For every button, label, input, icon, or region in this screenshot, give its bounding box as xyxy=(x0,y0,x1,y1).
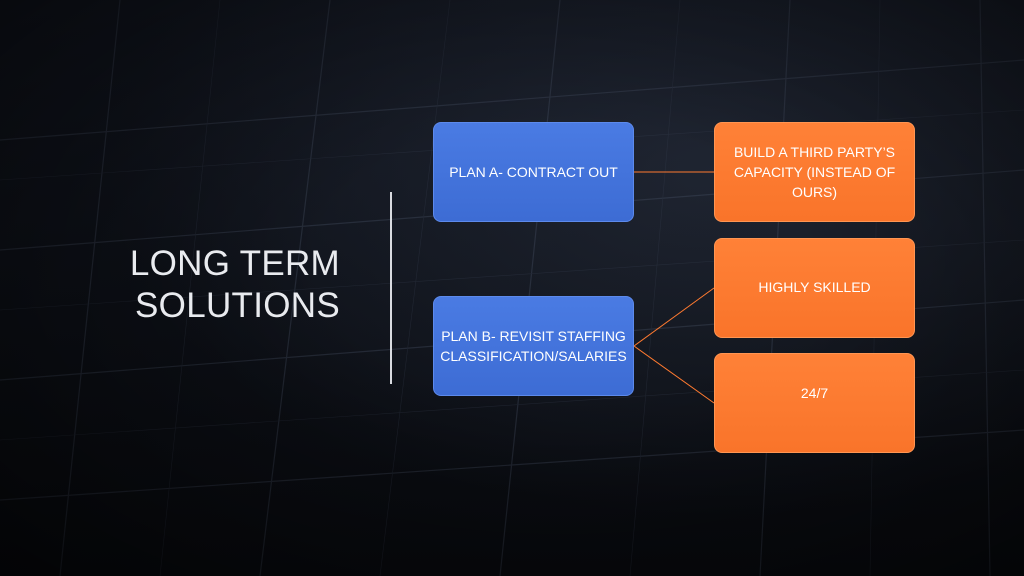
outcome-24-7-label: 24/7 xyxy=(800,385,829,401)
connector-plan-b-to-highly-skilled xyxy=(633,287,715,347)
outcome-highly-skilled-box: HIGHLY SKILLED xyxy=(714,238,915,338)
plan-b-label-line-2: CLASSIFICATION/SALARIES xyxy=(440,348,627,364)
slide-title-line-2: SOLUTIONS xyxy=(135,286,340,325)
slide-title: LONG TERM SOLUTIONS xyxy=(100,243,340,327)
outcome-third-party-line-1: BUILD A THIRD PARTY’S xyxy=(733,144,896,160)
outcome-third-party-box: BUILD A THIRD PARTY’S CAPACITY (INSTEAD … xyxy=(714,122,915,222)
vertical-divider xyxy=(390,192,392,384)
connector-plan-b-to-24-7 xyxy=(633,345,715,404)
plan-b-label-line-1: PLAN B- REVISIT STAFFING xyxy=(441,328,626,344)
plan-a-label: PLAN A- CONTRACT OUT xyxy=(449,164,618,180)
outcome-third-party-line-3: OURS) xyxy=(791,184,838,200)
outcome-highly-skilled-label: HIGHLY SKILLED xyxy=(758,279,871,295)
plan-b-box: PLAN B- REVISIT STAFFING CLASSIFICATION/… xyxy=(433,296,634,396)
outcome-third-party-line-2: CAPACITY (INSTEAD OF xyxy=(733,164,896,180)
slide-title-line-1: LONG TERM xyxy=(129,244,340,283)
outcome-24-7-box: 24/7 xyxy=(714,353,915,453)
plan-a-box: PLAN A- CONTRACT OUT xyxy=(433,122,634,222)
